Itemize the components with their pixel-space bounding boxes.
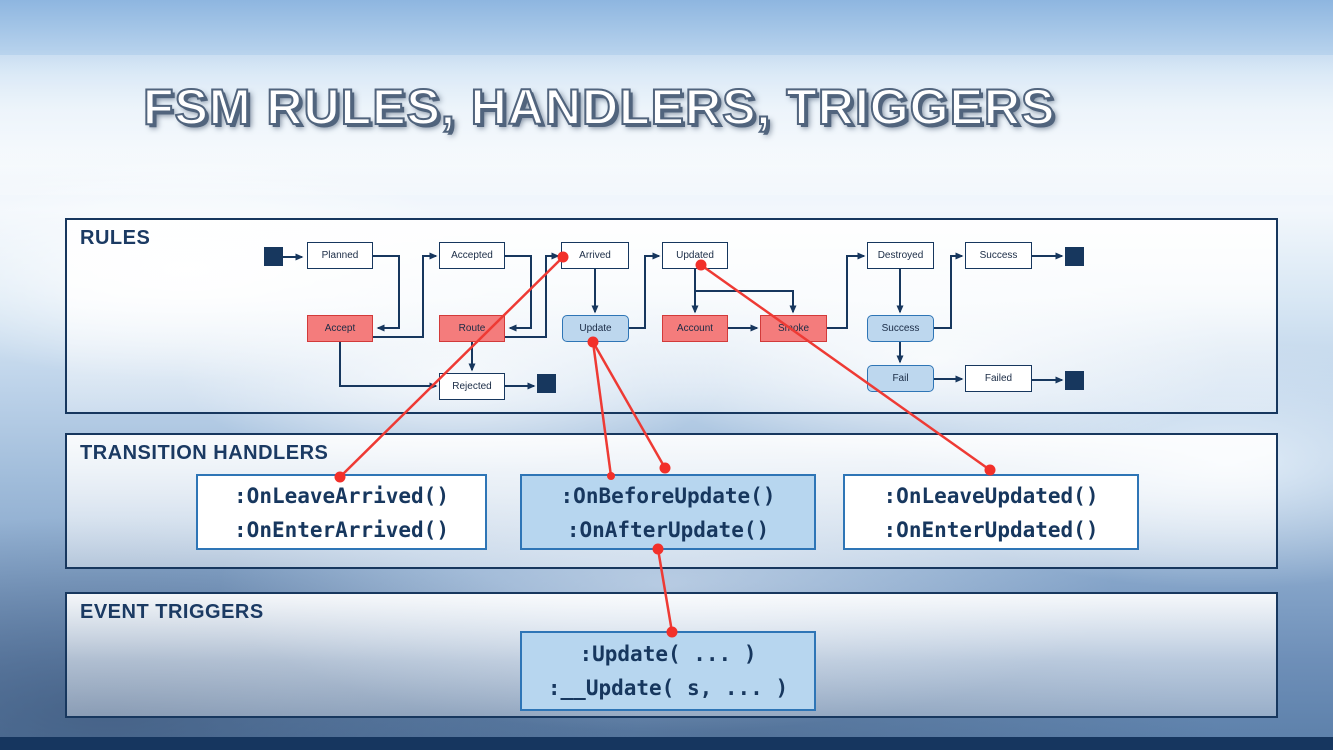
handler-line: :OnLeaveUpdated() [883,484,1099,508]
handler-line: :OnEnterUpdated() [883,518,1099,542]
handler-line: :OnLeaveArrived() [234,484,449,508]
handler-line: :OnEnterArrived() [234,518,449,542]
trigger-box-update: :Update( ... ) :__Update( s, ... ) [520,631,816,711]
state-updated: Updated [662,242,728,269]
start-terminal-node [264,247,283,266]
event-update: Update [562,315,629,342]
handler-line: :OnBeforeUpdate() [560,484,776,508]
trigger-line: :Update( ... ) [579,642,757,666]
event-fail: Fail [867,365,934,392]
transition-handlers-panel: TRANSITION HANDLERS :OnLeaveArrived() :O… [65,433,1278,569]
state-arrived: Arrived [561,242,629,269]
handler-line: :OnAfterUpdate() [566,518,770,542]
event-account: Account [662,315,728,342]
event-route: Route [439,315,505,342]
state-destroyed: Destroyed [867,242,934,269]
rules-panel: RULES [65,218,1278,414]
state-success: Success [965,242,1032,269]
trigger-line: :__Update( s, ... ) [547,676,789,700]
title-band [0,55,1333,195]
handler-box-update: :OnBeforeUpdate() :OnAfterUpdate() [520,474,816,550]
transition-handlers-label: TRANSITION HANDLERS [80,442,329,464]
state-planned: Planned [307,242,373,269]
end-terminal-rejected [537,374,556,393]
end-terminal-failed [1065,371,1084,390]
rules-label: RULES [80,227,151,249]
event-accept: Accept [307,315,373,342]
handler-box-arrived: :OnLeaveArrived() :OnEnterArrived() [196,474,487,550]
event-triggers-panel: EVENT TRIGGERS :Update( ... ) :__Update(… [65,592,1278,718]
slide-title: FSM RULES, HANDLERS, TRIGGERS [142,78,1056,136]
bottom-accent-bar [0,737,1333,750]
event-smoke: Smoke [760,315,827,342]
event-triggers-label: EVENT TRIGGERS [80,601,264,623]
state-accepted: Accepted [439,242,505,269]
state-failed: Failed [965,365,1032,392]
event-success: Success [867,315,934,342]
handler-box-updated: :OnLeaveUpdated() :OnEnterUpdated() [843,474,1139,550]
end-terminal-success [1065,247,1084,266]
state-rejected: Rejected [439,373,505,400]
